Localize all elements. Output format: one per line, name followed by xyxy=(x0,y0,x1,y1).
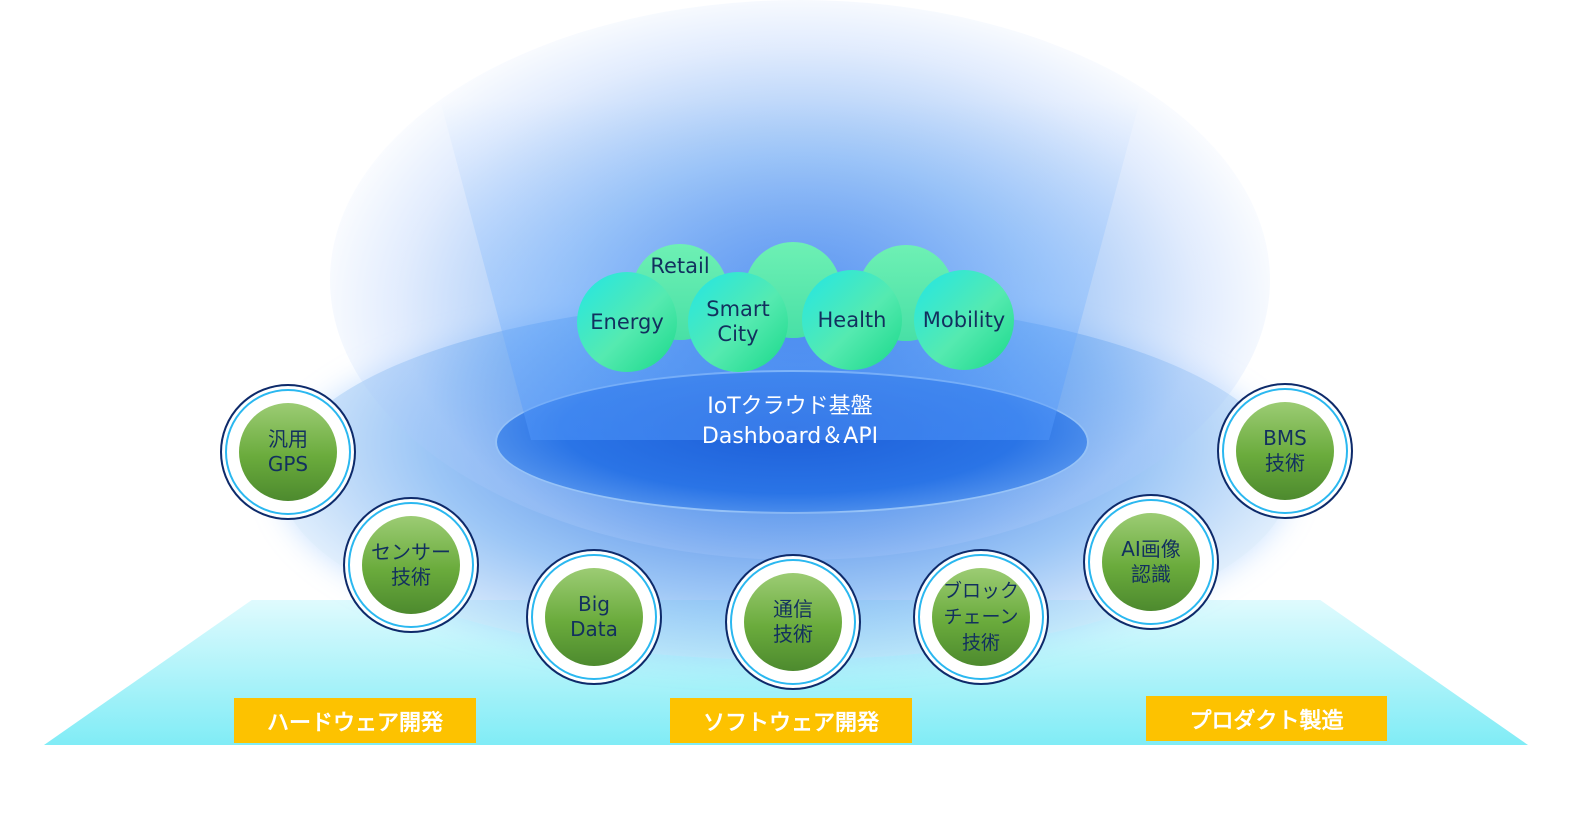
app-label: Energy xyxy=(590,309,664,334)
tech-label: AI画像 認識 xyxy=(1102,513,1200,611)
category-software: ソフトウェア開発 xyxy=(670,698,912,743)
app-label: Smart City xyxy=(706,297,770,346)
tech-ai-image: AI画像 認識 xyxy=(1083,494,1219,630)
tech-label: 通信 技術 xyxy=(744,573,842,671)
tech-label: 汎用 GPS xyxy=(239,403,337,501)
app-ball-smart-city: Smart City xyxy=(688,272,788,372)
app-ball-health: Health xyxy=(802,270,902,370)
tech-label: センサー 技術 xyxy=(362,516,460,614)
platform-label: IoTクラウド基盤 Dashboard＆API xyxy=(640,392,940,452)
tech-label: BMS 技術 xyxy=(1236,402,1334,500)
platform-subtitle: Dashboard＆API xyxy=(701,424,879,449)
tech-sensor: センサー 技術 xyxy=(343,497,479,633)
tech-bms: BMS 技術 xyxy=(1217,383,1353,519)
app-ball-mobility: Mobility xyxy=(914,270,1014,370)
tech-label: ブロック チェーン 技術 xyxy=(932,568,1030,666)
category-manufacturing: プロダクト製造 xyxy=(1146,696,1387,741)
app-ball-energy: Energy xyxy=(577,272,677,372)
tech-label: Big Data xyxy=(545,568,643,666)
app-label: Mobility xyxy=(922,307,1006,332)
tech-communication: 通信 技術 xyxy=(725,554,861,690)
platform-title: IoTクラウド基盤 xyxy=(707,394,873,419)
tech-blockchain: ブロック チェーン 技術 xyxy=(913,549,1049,685)
app-label: Retail xyxy=(650,254,710,278)
app-label: Health xyxy=(817,307,887,332)
tech-big-data: Big Data xyxy=(526,549,662,685)
tech-gps: 汎用 GPS xyxy=(220,384,356,520)
category-hardware: ハードウェア開発 xyxy=(234,698,476,743)
